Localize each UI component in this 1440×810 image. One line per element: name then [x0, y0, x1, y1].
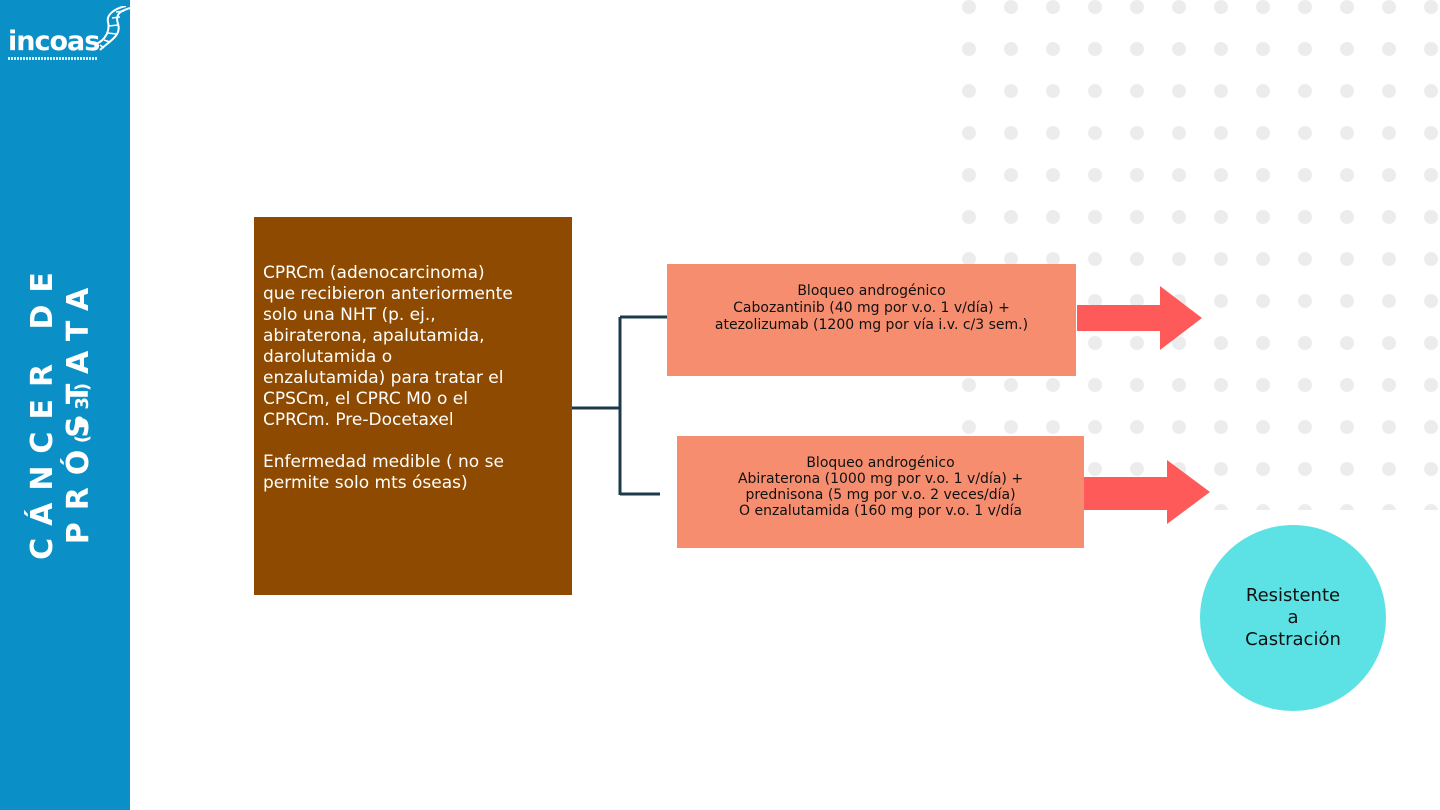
sidebar: incoas CÁNCER DE PRÓSTATA (P3) [0, 0, 131, 810]
logo-tagline-graphic [8, 57, 98, 60]
logo-text: incoas [8, 26, 100, 57]
treatment-box-abiraterona: Bloqueo androgénico Abiraterona (1000 mg… [677, 436, 1084, 548]
sidebar-subtitle: (P3) [72, 376, 93, 444]
treatment-box-cabozantinib: Bloqueo androgénico Cabozantinib (40 mg … [667, 264, 1076, 376]
treatment-1-detail: Cabozantinib (40 mg por v.o. 1 v/día) + … [714, 300, 1029, 333]
treatment-2-title: Bloqueo androgénico [806, 455, 955, 471]
treatment-1-title: Bloqueo androgénico [797, 283, 946, 299]
incoas-logo[interactable]: incoas [6, 6, 131, 62]
outcome-circle: Resistente a Castración [1200, 525, 1386, 711]
treatment-2-detail: Abiraterona (1000 mg por v.o. 1 v/día) +… [737, 471, 1024, 519]
decorative-dot-grid [955, 0, 1440, 510]
dna-icon [95, 6, 131, 51]
vertical-title: CÁNCER DE PRÓSTATA (P3) [0, 130, 130, 690]
outcome-label: Resistente a Castración [1245, 585, 1341, 650]
patient-criteria-box: CPRCm (adenocarcinoma) que recibieron an… [254, 217, 572, 595]
measurable-disease-text: Enfermedad medible ( no se permite solo … [263, 452, 504, 493]
criteria-text: CPRCm (adenocarcinoma) que recibieron an… [263, 263, 513, 430]
